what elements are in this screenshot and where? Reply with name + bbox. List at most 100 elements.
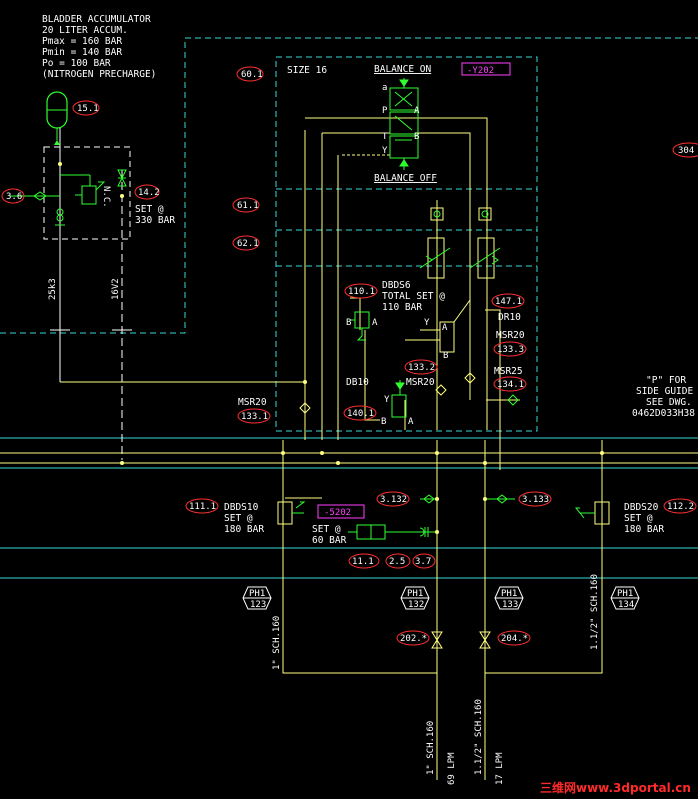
port-p: P <box>382 106 388 116</box>
bubble-133-2: 133.2 <box>408 363 435 373</box>
port-y: Y <box>382 146 388 156</box>
dbds20-set: SET @ <box>624 513 653 524</box>
dbds20-value: 180 BAR <box>624 524 664 535</box>
dbds10-value: 180 BAR <box>224 524 264 535</box>
pressure-reducing-valve <box>348 524 437 540</box>
bubble-304: 304 <box>678 146 694 156</box>
bubble-133-1: 133.1 <box>241 412 268 422</box>
msr20-y-port: Y <box>384 395 390 405</box>
dbds10-valve <box>277 501 306 525</box>
set60-value: 60 BAR <box>312 535 347 546</box>
check-valve-icon <box>33 191 47 201</box>
set60-label: SET @ <box>312 524 341 535</box>
dbds10-name: DBDS10 <box>224 502 259 513</box>
side-note-1: "P" FOR <box>646 375 686 386</box>
dr10-label: DR10 <box>498 312 521 323</box>
pipe-sch160-112: 1.1/2" SCH.160 <box>590 574 600 650</box>
bubble-204: 204.* <box>501 634 528 644</box>
component-labels: DB10 MSR20 MSR20 MSR20 MSR25 DR10 Y A B … <box>238 312 695 427</box>
relief-value: 330 BAR <box>135 215 175 226</box>
solenoid-tag: -Y202 <box>467 66 494 76</box>
msr25-label: MSR25 <box>494 366 523 377</box>
side-note-3: SEE DWG. <box>646 397 692 408</box>
dbds6-line2: TOTAL SET @ <box>382 291 445 302</box>
dr10-y-port: Y <box>424 318 430 328</box>
port-a-top: a <box>382 83 387 93</box>
pipes-yellow <box>0 117 698 780</box>
needle-valve-icon <box>117 169 127 180</box>
hex-tags <box>242 586 640 610</box>
pipe-sch160-1in-b: 1" SCH.160 <box>426 721 436 775</box>
pipe-sch160-112-b: 1.1/2" SCH.160 <box>474 699 484 775</box>
relief-left-labels: SET @ 330 BAR N.C. <box>101 186 175 226</box>
hex-133-top: PH1 <box>501 589 517 599</box>
bubble-110-1: 110.1 <box>348 287 375 297</box>
pipe-16v2: 16V2 <box>111 278 121 300</box>
hex-134-top: PH1 <box>617 589 633 599</box>
port-b: B <box>414 132 419 142</box>
bubble-3-132: 3.132 <box>380 495 407 505</box>
bubble-202: 202.* <box>400 634 427 644</box>
size-label: SIZE 16 <box>287 65 327 76</box>
watermark: 三维网www.3dportal.cn <box>540 780 691 795</box>
hex-134-bottom: 134 <box>618 600 634 610</box>
dbds10-set: SET @ <box>224 513 253 524</box>
pipe-25k3: 25k3 <box>48 278 58 300</box>
dbds6-a-port: A <box>372 318 378 328</box>
dr10-valve <box>420 299 471 353</box>
bubble-14-2: 14.2 <box>138 188 160 198</box>
bubble-labels: 15.1 3.6 14.2 60.1 61.1 62.1 110.1 147.1… <box>6 70 694 644</box>
dbds6-labels: DBDS6 TOTAL SET @ 110 BAR <box>382 280 445 313</box>
dr10-b-port: B <box>443 351 448 361</box>
tag-5202: -5202 <box>324 508 351 518</box>
db10-label: DB10 <box>346 377 369 388</box>
balance-on-label: BALANCE ON <box>374 64 431 75</box>
bubble-3-6: 3.6 <box>6 192 22 202</box>
relief-valve-icon <box>81 185 97 205</box>
bubble-11-1: 11.1 <box>352 557 374 567</box>
bubble-62-1: 62.1 <box>237 239 259 249</box>
hex-123-top: PH1 <box>249 589 265 599</box>
valve-block-labels: SIZE 16 BALANCE ON BALANCE OFF -Y202 a P… <box>287 62 511 184</box>
small-check-valves <box>299 372 519 414</box>
directional-valve <box>389 78 419 170</box>
dbds6-line3: 110 BAR <box>382 302 422 313</box>
nc-label: N.C. <box>101 186 111 208</box>
note-line-4: Pmin = 140 BAR <box>42 47 122 58</box>
accumulator-circuit <box>10 91 132 460</box>
bubble-133-3: 133.3 <box>497 345 524 355</box>
note-line-5: Po = 100 BAR <box>42 58 111 69</box>
msr20-a-port: A <box>408 417 414 427</box>
msr20-label-b: MSR20 <box>238 397 267 408</box>
side-note-2: SIDE GUIDE <box>636 386 693 397</box>
dbds6-b-port: B <box>346 318 351 328</box>
horizontal-bands <box>0 437 698 579</box>
bubble-112-2: 112.2 <box>667 502 694 512</box>
note-line-3: Pmax = 160 BAR <box>42 36 122 47</box>
block-check-valves <box>419 207 501 279</box>
flow-69lpm: 69 LPM <box>447 752 457 785</box>
accumulator-notes: BLADDER ACCUMULATOR 20 LITER ACCUM. Pmax… <box>42 14 156 80</box>
dbds20-valve <box>574 501 610 525</box>
hex-133-bottom: 133 <box>502 600 518 610</box>
note-line-6: (NITROGEN PRECHARGE) <box>42 69 156 80</box>
bubble-147-1: 147.1 <box>495 297 522 307</box>
bubble-60-1: 60.1 <box>241 70 263 80</box>
balance-off-label: BALANCE OFF <box>374 173 437 184</box>
boundary-lines <box>0 37 698 432</box>
msr20-valve <box>391 380 407 418</box>
pipe-labels: 25k3 16V2 1" SCH.160 1.1/2" SCH.160 1" S… <box>48 278 600 785</box>
bubble-3-7: 3.7 <box>415 557 431 567</box>
msr20-b-port: B <box>381 417 386 427</box>
hex-123-bottom: 123 <box>250 600 266 610</box>
hex-labels: PH1 123 PH1 132 PH1 133 PH1 134 <box>249 589 634 610</box>
hex-132-bottom: 132 <box>408 600 424 610</box>
bubble-134-1: 134.1 <box>497 380 524 390</box>
bubble-15-1: 15.1 <box>77 104 99 114</box>
pipe-sch160-1in: 1" SCH.160 <box>272 616 282 670</box>
hex-132-top: PH1 <box>407 589 423 599</box>
note-line-2: 20 LITER ACCUM. <box>42 25 128 36</box>
side-note-4: 0462D033H38 <box>632 408 695 419</box>
note-line-1: BLADDER ACCUMULATOR <box>42 14 151 25</box>
